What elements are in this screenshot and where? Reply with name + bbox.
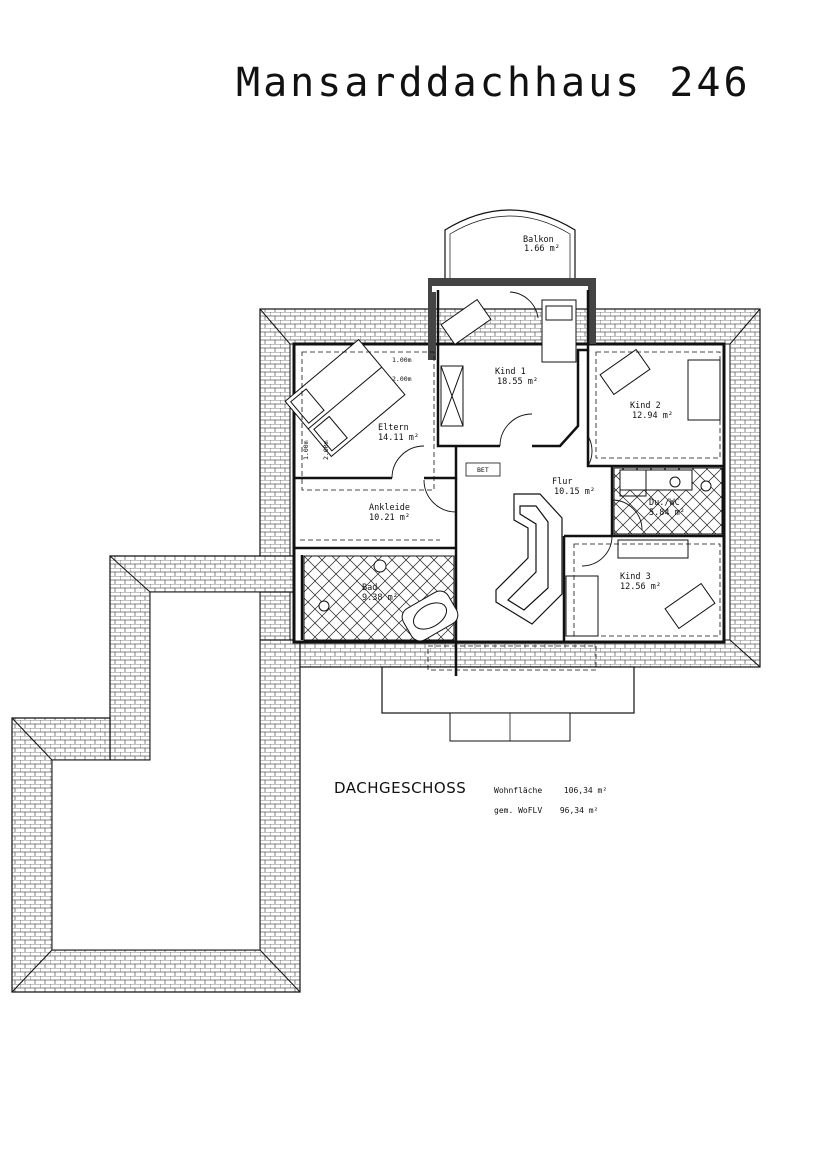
dashed-lines — [300, 351, 721, 671]
room-kind2-area: 12.94 m² — [632, 411, 673, 421]
room-dusch-name: Du./WC — [649, 498, 680, 508]
room-dusch-area: 5.84 m² — [649, 508, 685, 518]
wofl-label: gem. WoFLV — [494, 806, 543, 815]
room-kind3-name: Kind 3 — [620, 572, 651, 582]
bet-label: BET — [477, 466, 489, 474]
room-ankleide-name: Ankleide — [369, 503, 410, 513]
dimension-label-3: 1.00m — [302, 440, 310, 460]
room-flur-area: 10.15 m² — [554, 487, 595, 497]
room-ankleide-area: 10.21 m² — [369, 513, 410, 523]
room-flur-name: Flur — [552, 477, 572, 487]
room-kind3-area: 12.56 m² — [620, 582, 661, 592]
dimension-label-2: 2.00m — [392, 375, 412, 383]
roof-annex — [11, 555, 301, 993]
furniture — [284, 298, 721, 642]
room-kind2-name: Kind 2 — [630, 401, 661, 411]
room-balkon-area: 1.66 m² — [524, 244, 560, 254]
room-kind1-name: Kind 1 — [495, 367, 526, 377]
page-title: Mansarddachhaus 246 — [236, 60, 751, 106]
room-eltern-name: Eltern — [378, 423, 409, 433]
floor-label: DACHGESCHOSS — [334, 779, 467, 797]
room-balkon-name: Balkon — [523, 235, 554, 245]
room-bad-name: Bad — [362, 583, 377, 593]
room-eltern-area: 14.11 m² — [378, 433, 419, 443]
wofl-value: 96,34 m² — [559, 806, 599, 815]
balcony — [444, 209, 576, 283]
door-swings — [391, 291, 643, 567]
wohnflaeche-label: Wohnfläche — [494, 786, 543, 795]
front-dormer — [381, 666, 635, 742]
dimension-label-4: 2.00m — [322, 440, 330, 460]
wohnflaeche-line: Wohnfläche 106,34 m² — [494, 786, 607, 795]
staircase — [495, 493, 563, 625]
room-kind1-area: 18.55 m² — [497, 377, 538, 387]
wohnflaeche-value: 106,34 m² — [563, 786, 608, 795]
misc-labels: BET 1.00m 2.00m 1.00m 2.00m — [302, 356, 501, 477]
room-labels: Balkon 1.66 m² Kind 1 18.55 m² Kind 2 12… — [362, 235, 685, 603]
wofl-line: gem. WoFLV 96,34 m² — [494, 806, 598, 815]
room-bad-area: 9.38 m² — [362, 593, 398, 603]
bet-box — [465, 462, 501, 477]
dimension-label-1: 1.00m — [392, 356, 412, 364]
